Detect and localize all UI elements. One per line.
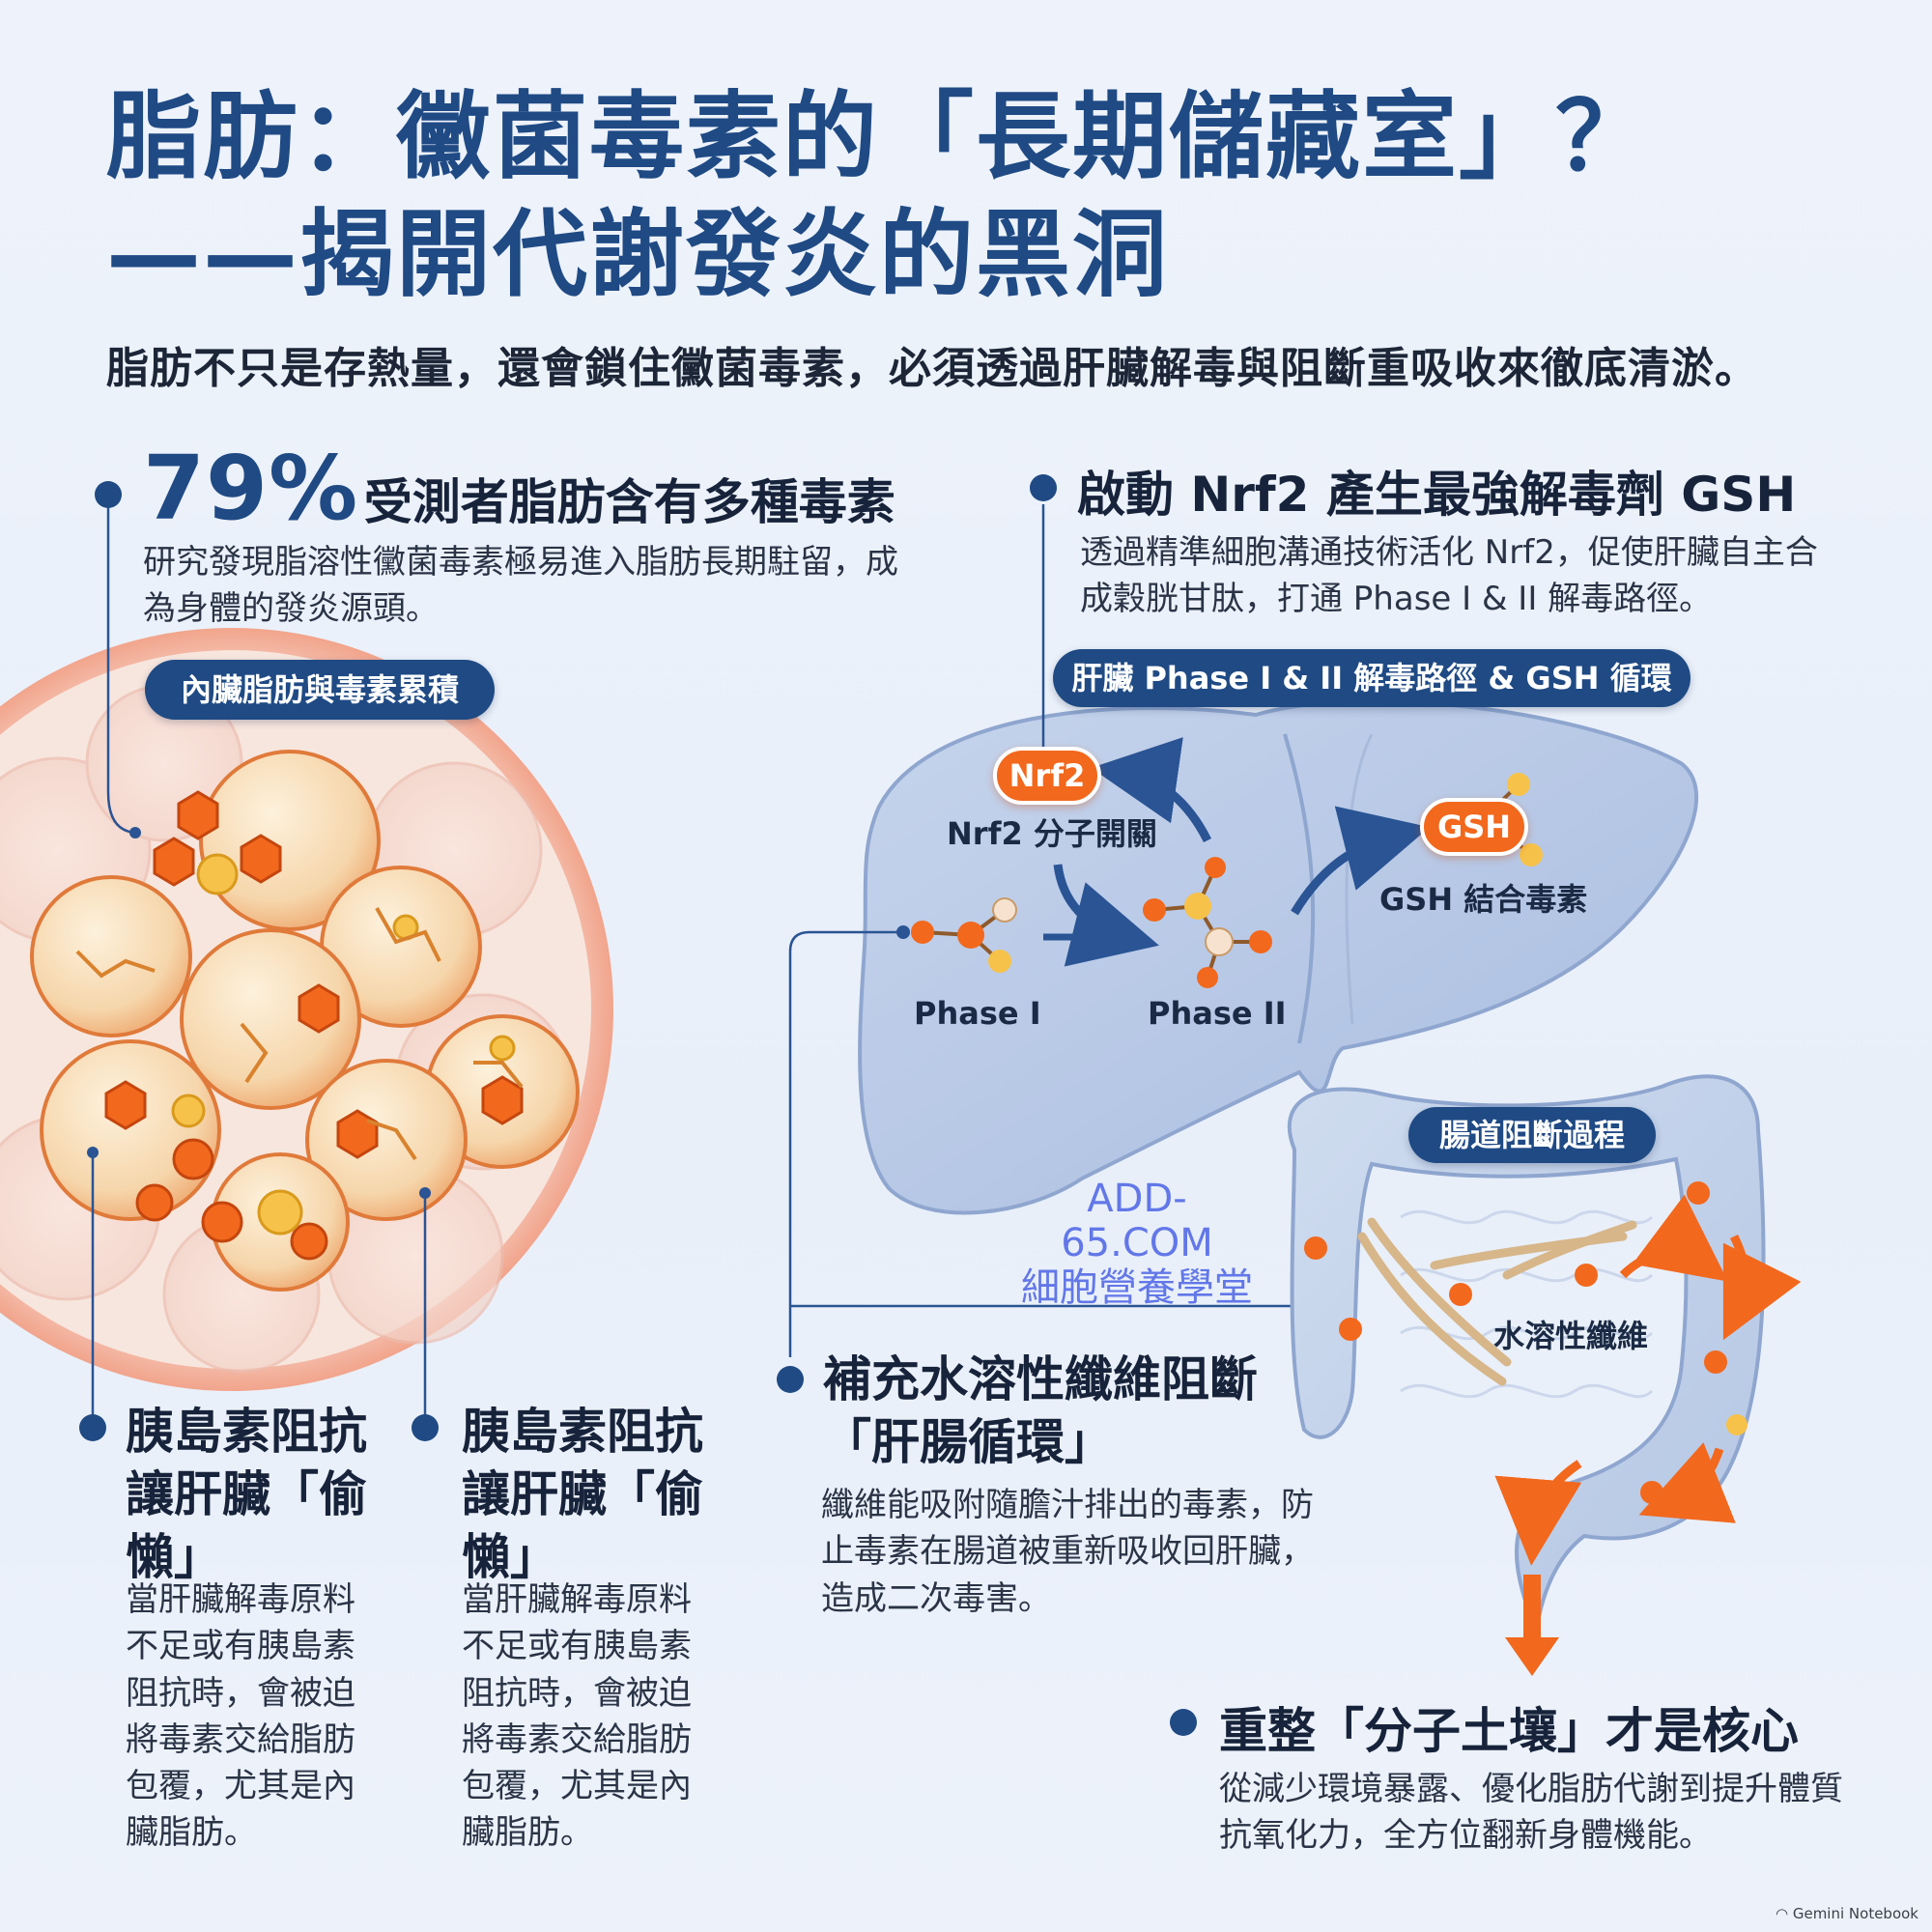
insulin-body-2: 當肝臟解毒原料不足或有胰島素阻抗時，會被迫將毒素交給脂肪包覆，尤其是內臟脂肪。 bbox=[462, 1580, 692, 1853]
nrf2-body: 透過精準細胞溝通技術活化 Nrf2，促使肝臟自主合成穀胱甘肽，打通 Phase … bbox=[1080, 533, 1818, 619]
toxin-molecule-icon bbox=[1726, 1414, 1747, 1435]
gut-diagram-pill: 腸道阻斷過程 bbox=[1408, 1107, 1656, 1163]
insulin-heading-2: 胰島素阻抗讓肝臟「偷懶」 bbox=[462, 1404, 703, 1585]
fiber-strand-icon bbox=[1357, 1217, 1637, 1386]
phase1-label: Phase I bbox=[914, 995, 1041, 1032]
page-title-line-2: ——揭開代謝發炎的黑洞 bbox=[106, 200, 1170, 310]
stat-heading: 79% 受測者脂肪含有多種毒素 bbox=[143, 437, 895, 540]
nrf2-badge: Nrf2 bbox=[993, 747, 1101, 805]
phase2-label: Phase II bbox=[1148, 995, 1287, 1032]
brand-icon: ◠ bbox=[1775, 1905, 1793, 1922]
soil-body: 從減少環境暴露、優化脂肪代謝到提升體質抗氧化力，全方位翻新身體機能。 bbox=[1219, 1770, 1843, 1856]
connector-lines-right bbox=[788, 504, 1294, 1357]
insulin-body-1: 當肝臟解毒原料不足或有胰島素阻抗時，會被迫將毒素交給脂肪包覆，尤其是內臟脂肪。 bbox=[126, 1580, 355, 1853]
phase1-molecule-icon bbox=[911, 897, 1017, 973]
watermark-url: ADD-65.COM bbox=[1061, 1177, 1213, 1265]
soil-heading: 重整「分子土壤」才是核心 bbox=[1219, 1703, 1799, 1759]
nrf2-heading: 啟動 Nrf2 產生最強解毒劑 GSH bbox=[1077, 467, 1797, 523]
fiber-body: 纖維能吸附隨膽汁排出的毒素，防止毒素在腸道被重新吸收回肝臟，造成二次毒害。 bbox=[821, 1486, 1314, 1618]
phase2-molecule-icon bbox=[1143, 857, 1272, 988]
stat-title: 受測者脂肪含有多種毒素 bbox=[363, 474, 895, 530]
toxin-molecule-icon bbox=[104, 790, 524, 1261]
liver-diagram-pill: 肝臟 Phase I & II 解毒路徑 & GSH 循環 bbox=[1053, 649, 1690, 707]
fiber-label: 水溶性纖維 bbox=[1493, 1318, 1649, 1354]
arrow-icon bbox=[1043, 737, 1430, 967]
gsh-label: GSH 結合毒素 bbox=[1379, 881, 1588, 918]
page-title-line-1: 脂肪：黴菌毒素的「長期儲藏室」？ bbox=[106, 82, 1653, 192]
fat-tissue-illustration bbox=[0, 628, 613, 1391]
down-arrow-icon bbox=[1505, 1575, 1559, 1676]
stat-percent: 79% bbox=[143, 437, 359, 540]
brand-label: Gemini Notebook bbox=[1792, 1905, 1918, 1922]
toxin-molecule-icon bbox=[171, 853, 516, 1236]
watermark-school: 細胞營養學堂 bbox=[1021, 1265, 1253, 1310]
insulin-heading-1: 胰島素阻抗讓肝臟「偷懶」 bbox=[126, 1404, 367, 1585]
fiber-heading: 補充水溶性纖維阻斷「肝腸循環」 bbox=[823, 1351, 1258, 1470]
toxin-molecule-icon bbox=[75, 907, 524, 1161]
connector-dots-left bbox=[87, 827, 431, 1199]
footer-brand: ◠ Gemini Notebook bbox=[1776, 1905, 1918, 1922]
bullet-dots bbox=[79, 474, 1197, 1736]
nrf2-switch-label: Nrf2 分子開關 bbox=[947, 815, 1157, 852]
arrow-icon bbox=[1494, 1194, 1802, 1566]
gsh-badge: GSH bbox=[1420, 798, 1528, 856]
fat-diagram-pill: 內臟脂肪與毒素累積 bbox=[145, 660, 495, 720]
stat-body: 研究發現脂溶性黴菌毒素極易進入脂肪長期駐留，成為身體的發炎源頭。 bbox=[143, 543, 898, 629]
watermark: ADD-65.COM 細胞營養學堂 bbox=[1016, 1177, 1258, 1310]
page-subtitle: 脂肪不只是存熱量，還會鎖住黴菌毒素，必須透過肝臟解毒與阻斷重吸收來徹底清淤。 bbox=[106, 344, 1758, 393]
connector-dot bbox=[896, 925, 910, 939]
